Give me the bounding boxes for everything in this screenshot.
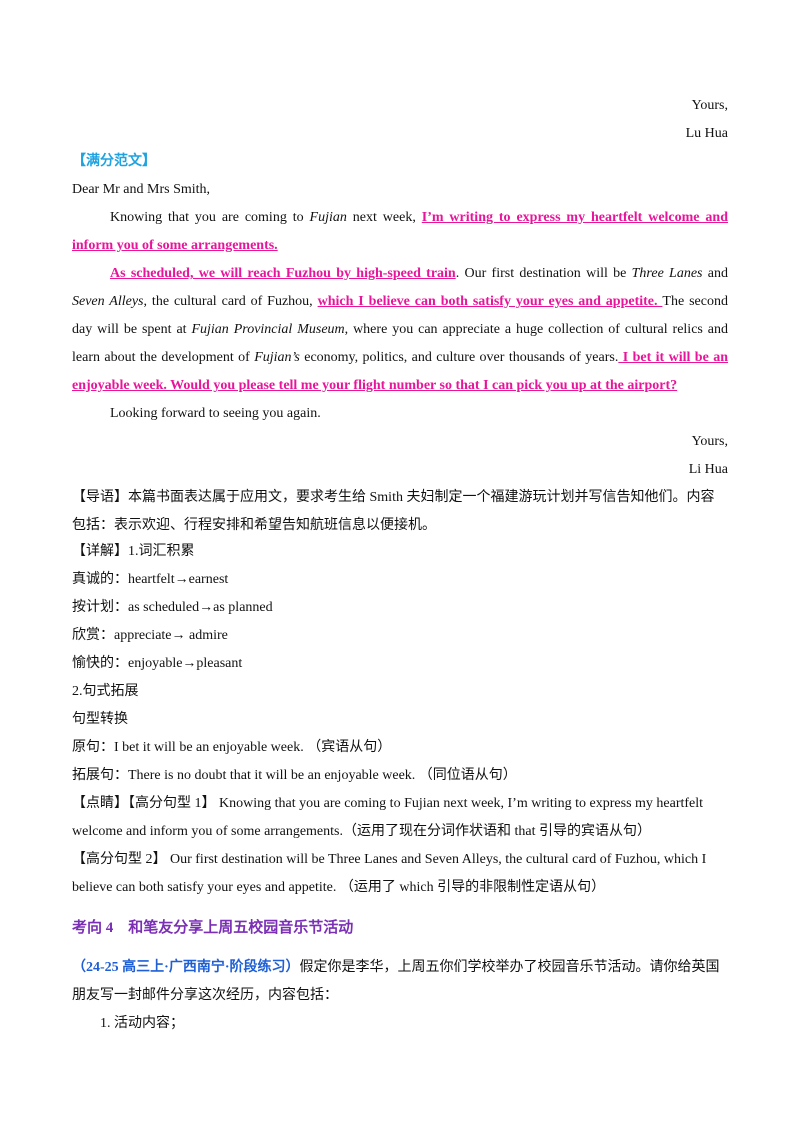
paragraph-2-line-1: As scheduled, we will reach Fuzhou by hi…	[110, 266, 729, 281]
highlight-sentence: I’m writing to express my heartfelt welc…	[421, 210, 728, 225]
vocab-item: 愉快的：enjoyable→pleasant	[72, 656, 243, 671]
paragraph-2-line-5: enjoyable week. Would you please tell me…	[72, 376, 728, 396]
task-line-2: 朋友写一封邮件分享这次经历，内容包括：	[72, 988, 338, 1003]
original-sentence: 原句：I bet it will be an enjoyable week. （…	[72, 740, 392, 755]
highlight-sentence: which I believe can both satisfy your ey…	[317, 294, 663, 309]
vocab-item: 真诚的：heartfelt→earnest	[72, 572, 229, 587]
point-2-line-1: 【高分句型 2】 Our first destination will be T…	[72, 852, 707, 867]
highlight-sentence: inform you of some arrangements.	[72, 238, 278, 253]
highlight-sentence: As scheduled, we will reach Fuzhou by hi…	[110, 266, 456, 281]
source-tag: （24-25 高三上·广西南宁·阶段练习）	[72, 960, 300, 975]
extended-sentence: 拓展句：There is no doubt that it will be an…	[72, 768, 517, 783]
closing-yours: Yours,	[691, 98, 728, 113]
paragraph-1-line-2: inform you of some arrangements.	[72, 236, 728, 256]
sentence-transform-title: 句型转换	[72, 712, 128, 727]
highlight-sentence: I bet it will be an	[618, 350, 728, 365]
detail-title: 【详解】1.词汇积累	[72, 544, 195, 559]
paragraph-3: Looking forward to seeing you again.	[110, 406, 321, 421]
point-1-line-1: 【点睛】【高分句型 1】 Knowing that you are coming…	[72, 796, 704, 811]
vocab-item: 按计划：as scheduled→as planned	[72, 600, 273, 615]
greeting: Dear Mr and Mrs Smith,	[72, 182, 211, 197]
point-2-line-2: believe can both satisfy your eyes and a…	[72, 880, 606, 895]
guide-line-2: 包括：表示欢迎、行程安排和希望告知航班信息以便接机。	[72, 518, 436, 533]
closing-name: Lu Hua	[685, 126, 728, 141]
guide-line-1: 【导语】本篇书面表达属于应用文，要求考生给 Smith 夫妇制定一个福建游玩计划…	[72, 490, 715, 505]
paragraph-2-line-3: day will be spent at Fujian Provincial M…	[72, 322, 728, 337]
task-line-1: （24-25 高三上·广西南宁·阶段练习）假定你是李华，上周五你们学校举办了校园…	[72, 960, 720, 975]
paragraph-1-line-1: Knowing that you are coming to Fujian ne…	[110, 210, 728, 225]
task-item-1: 1. 活动内容；	[100, 1016, 184, 1031]
signoff-yours: Yours,	[691, 434, 728, 449]
highlight-sentence: enjoyable week. Would you please tell me…	[72, 378, 678, 393]
sentence-expansion-title: 2.句式拓展	[72, 684, 139, 699]
point-1-line-2: welcome and inform you of some arrangeme…	[72, 824, 651, 839]
signoff-name: Li Hua	[688, 462, 728, 477]
paragraph-2-line-2: Seven Alleys, the cultural card of Fuzho…	[72, 294, 728, 309]
vocab-item: 欣赏：appreciate→ admire	[72, 628, 228, 643]
model-essay-label: 【满分范文】	[72, 154, 156, 169]
section-heading: 考向 4 和笔友分享上周五校园音乐节活动	[72, 920, 354, 936]
paragraph-2-line-4: learn about the development of Fujian’s …	[72, 350, 728, 365]
